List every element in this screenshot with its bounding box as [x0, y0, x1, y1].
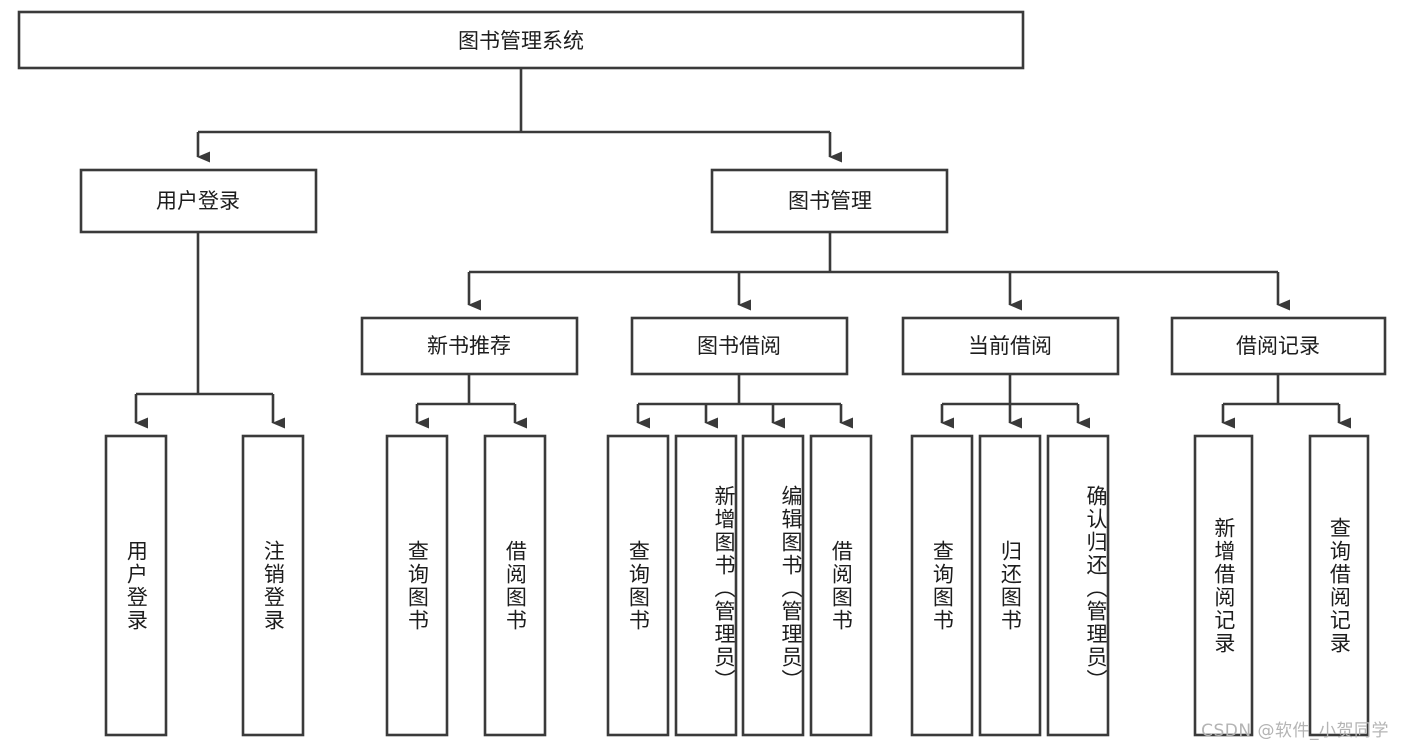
- node-current-borrow[interactable]: 当前借阅: [901, 316, 1120, 376]
- csdn-watermark: CSDN @软件_小贺同学: [1201, 721, 1389, 741]
- node-new-book-recommend[interactable]: 新书推荐: [360, 316, 579, 376]
- node-leaf-query-book-1[interactable]: [385, 434, 449, 737]
- node-current-borrow-label: 当前借阅: [968, 334, 1052, 358]
- node-leaf-user-login[interactable]: [104, 434, 168, 737]
- connector-book-borrow-to-leaves: [636, 374, 853, 429]
- node-leaf-query-book-3[interactable]: [910, 434, 974, 737]
- node-leaf-confirm-return[interactable]: [1046, 434, 1110, 737]
- connector-current-borrow-to-leaves: [940, 374, 1090, 429]
- node-book-manage[interactable]: 图书管理: [710, 168, 949, 234]
- node-borrow-record[interactable]: 借阅记录: [1170, 316, 1387, 376]
- connector-borrow-record-to-leaves: [1221, 374, 1351, 429]
- node-book-borrow[interactable]: 图书借阅: [630, 316, 849, 376]
- connector-user-login-to-leaves: [134, 232, 285, 429]
- node-book-borrow-label: 图书借阅: [697, 334, 781, 358]
- node-book-manage-label: 图书管理: [788, 189, 872, 213]
- node-leaf-logout-login[interactable]: [241, 434, 305, 737]
- node-borrow-record-label: 借阅记录: [1236, 334, 1320, 358]
- node-user-login[interactable]: 用户登录: [79, 168, 318, 234]
- node-leaf-borrow-book-1[interactable]: [483, 434, 547, 737]
- node-new-book-recommend-label: 新书推荐: [427, 334, 511, 358]
- connector-root-to-level2: [196, 68, 842, 163]
- node-leaf-return-book[interactable]: [978, 434, 1042, 737]
- node-leaf-add-borrow-record[interactable]: [1193, 434, 1254, 737]
- node-root-system-label: 图书管理系统: [458, 29, 584, 53]
- node-leaf-borrow-book-2[interactable]: [809, 434, 873, 737]
- connector-book-manage-to-level3: [467, 232, 1290, 311]
- node-leaf-query-book-2[interactable]: [606, 434, 670, 737]
- node-leaf-edit-book[interactable]: [741, 434, 805, 737]
- node-leaf-query-borrow-record[interactable]: [1308, 434, 1370, 737]
- node-leaf-add-book[interactable]: [674, 434, 738, 737]
- node-root-system[interactable]: 图书管理系统: [17, 10, 1025, 70]
- connector-new-book-recommend-to-leaves: [415, 374, 527, 429]
- node-user-login-label: 用户登录: [156, 189, 240, 213]
